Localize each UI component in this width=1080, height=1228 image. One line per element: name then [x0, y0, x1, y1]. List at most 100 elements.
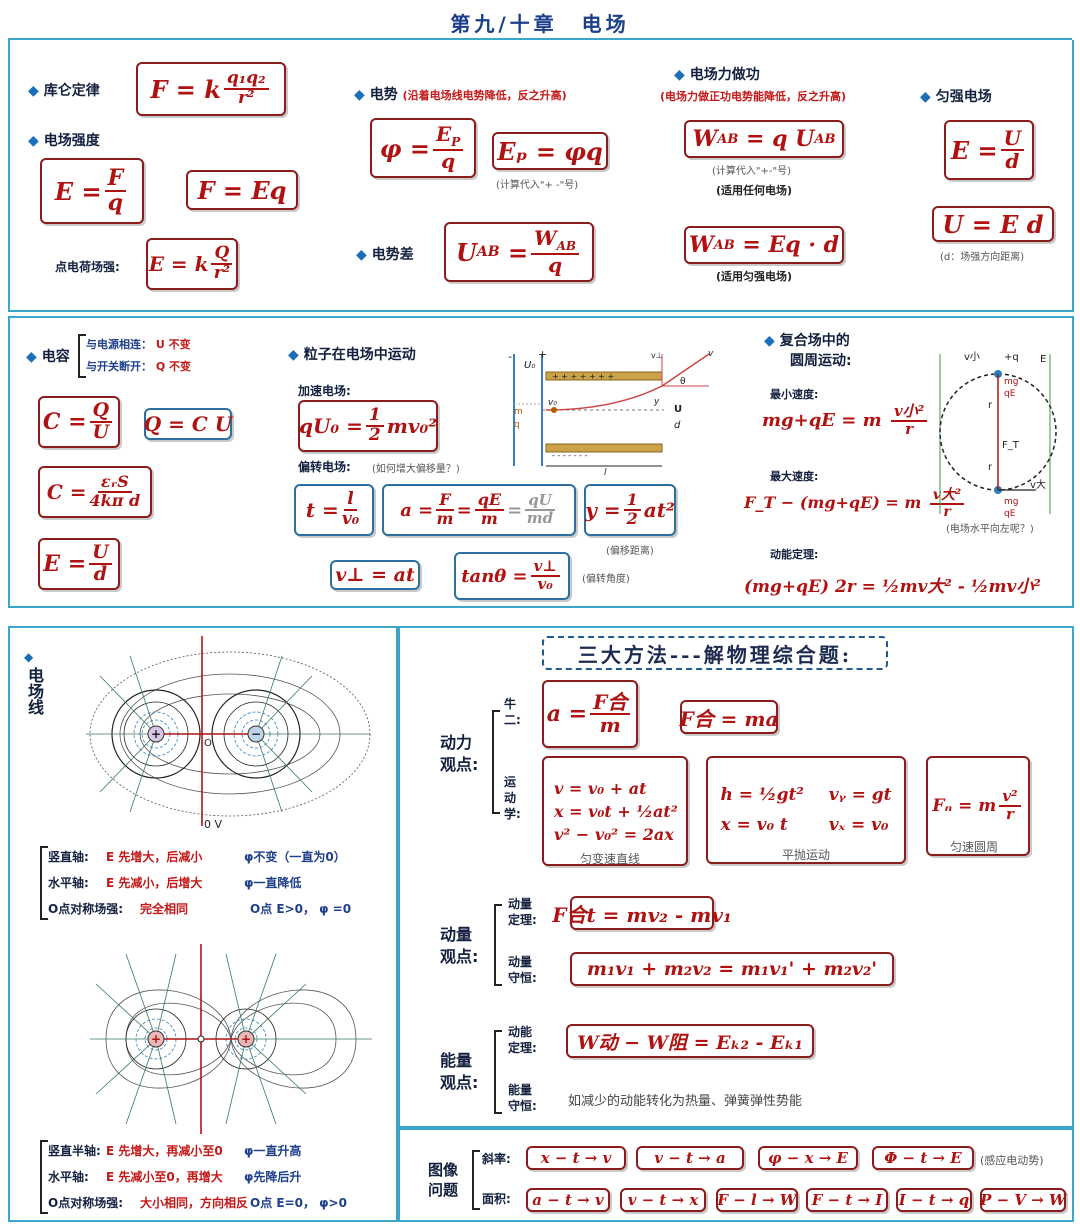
title-bar: 第九/十章 电场 [8, 6, 1072, 40]
work-note: (电场力做正功电势能降低，反之升高) [660, 90, 847, 103]
momentum-label: 动量 观点: [440, 925, 479, 966]
ke-formula: (mg+qE) 2r = ½mv大² - ½mv小² [744, 577, 1041, 597]
svg-text:−: − [251, 727, 261, 741]
panel-methods [398, 626, 1074, 1128]
conservation-label: 动量 守恒: [508, 955, 537, 985]
slope-box-2: φ − x → E [758, 1146, 858, 1170]
wab-note1: (计算代入"+-"号) [712, 166, 791, 177]
slope-box-1: v − t → a [636, 1146, 744, 1170]
proj-eq-vy: vᵧ = gt [828, 785, 892, 805]
panel-graphs [398, 1128, 1074, 1222]
d2_rows-row-b: φ先降后升 [244, 1170, 302, 1184]
d2_rows-row-b: O点 E=0， φ>0 [250, 1196, 347, 1210]
d-note: (d：场强方向距离) [940, 252, 1025, 263]
d1_rows-row-a: 完全相同 [140, 902, 189, 916]
v0-label: v₀ [548, 398, 557, 408]
slope-box-3: Φ − t → E [872, 1146, 974, 1170]
tan-note: (偏转角度) [582, 574, 630, 585]
d1_rows-row-a: E 先减小，后增大 [106, 876, 203, 890]
l-label: l [604, 468, 607, 476]
motion-heading: ◆粒子在电场中运动 [288, 347, 416, 363]
energy-conservation-text: 如减少的动能转化为热量、弹簧弹性势能 [568, 1094, 803, 1109]
wab-uniform-note: (适用匀强电场) [716, 270, 793, 283]
slope-box-0: x − t → v [526, 1146, 626, 1170]
work-energy-formula: W动 − W阻 = Eₖ₂ - Eₖ₁ [566, 1024, 814, 1058]
mg-bot-label: mg [1004, 497, 1018, 507]
d2_rows-row-key: 水平轴: [48, 1170, 89, 1184]
vertical-circle-diagram: v小 +q E mg qE r F_T r v大 mg qE [939, 351, 1057, 519]
d2_rows-row-key: O点对称场强: [48, 1196, 124, 1210]
area-box-5: P − V → W [980, 1188, 1066, 1212]
ued-formula: U = E d [932, 206, 1054, 242]
uniform-accel-caption: 匀变速直线 [580, 852, 641, 866]
d1_rows-row-a: E 先增大，后减小 [106, 850, 203, 864]
methods-banner: 三大方法---解物理综合题: [542, 636, 888, 670]
svg-text:+: + [151, 1032, 161, 1046]
ep-formula: Eₚ = φq [492, 132, 608, 170]
uniform-accel-box: v = v₀ + at x = v₀t + ½at² v² − v₀² = 2a… [542, 756, 688, 866]
projectile-box: h = ½gt² x = v₀ t vᵧ = gt vₓ = v₀ [706, 756, 906, 864]
circular-heading: ◆复合场中的 [764, 333, 850, 349]
impulse-formula: F合t = mv₂ - mv₁ [552, 896, 732, 930]
slope-label: 斜率: [482, 1152, 511, 1166]
origin-label: O [204, 738, 212, 749]
mg-top-label: mg [1004, 377, 1018, 387]
d1_rows-row-b: O点 E>0， φ =0 [250, 902, 352, 916]
potential-heading: ◆电势 (沿着电场线电势降低，反之升高) [354, 87, 567, 103]
top-plate-charges: + + + + + + + [552, 372, 614, 381]
kin-eq-1: v = v₀ + at [554, 778, 647, 798]
area-box-2: F − l → W [716, 1188, 798, 1212]
area-box-1: v − t → x [620, 1188, 706, 1212]
d1_rows-row-b: φ一直降低 [244, 876, 302, 890]
f-ma-formula: F合 = ma [680, 700, 779, 734]
d1_rows-row-b: φ不变（一直为0） [244, 850, 346, 864]
tan-formula: tanθ = v⊥v₀ [454, 552, 570, 600]
panel-electrostatics [8, 40, 1074, 312]
proj-eq-h: h = ½gt² [720, 785, 804, 805]
pdiff-heading: ◆电势差 [356, 247, 414, 263]
projectile-caption: 平抛运动 [782, 848, 831, 862]
theta-label: θ [680, 377, 686, 387]
q-cu-formula: Q = C U [144, 408, 232, 440]
d1_rows-row-key: 竖直轴: [48, 850, 89, 864]
y-note: (偏移距离) [606, 546, 654, 557]
field-heading: ◆电场强度 [28, 133, 100, 149]
dipole-opposite-diagram: + − O 0 V [86, 636, 371, 831]
conservation-formula: m₁v₁ + m₂v₂ = m₁v₁' + m₂v₂' [570, 952, 894, 986]
d2_rows-row-key: 竖直半轴: [48, 1144, 101, 1158]
graphs-label: 图像 问题 [428, 1161, 459, 1199]
force-formula: F = Eq [186, 170, 298, 210]
d2_rows-row-b: φ一直升高 [244, 1144, 302, 1158]
m-label: m [514, 407, 523, 417]
v-label: v [708, 349, 714, 359]
wab-note2: (适用任何电场) [716, 184, 793, 197]
zero-potential-label: 0 V [204, 818, 222, 831]
circular-heading2: 圆周运动: [790, 353, 852, 369]
kin-eq-2: x = v₀t + ½at² [554, 801, 678, 821]
work-heading: ◆电场力做功 [674, 67, 760, 83]
ke-label: 动能定理: [770, 548, 819, 561]
d2_rows-row-a: 大小相同，方向相反 [140, 1196, 249, 1210]
slope-note: (感应电动势) [980, 1154, 1044, 1167]
energy-conservation-label: 能量 守恒: [508, 1083, 537, 1113]
circ-note: (电场水平向左呢？) [946, 524, 1034, 535]
deflection-diagram: - + U₀ m q + + + + + + + - - - - - - - v… [508, 348, 714, 476]
dipole-like-diagram: + + [90, 944, 372, 1134]
q-label: q [514, 420, 520, 430]
d1_rows-row-key: 水平轴: [48, 876, 89, 890]
deflect-note: (如何增大偏移量？) [372, 464, 460, 475]
area-box-4: I − t → q [896, 1188, 972, 1212]
y-label: y [653, 397, 660, 407]
max-speed-label: 最大速度: [770, 470, 819, 483]
d2_rows-row-a: E 先增大，再减小至0 [106, 1144, 223, 1158]
